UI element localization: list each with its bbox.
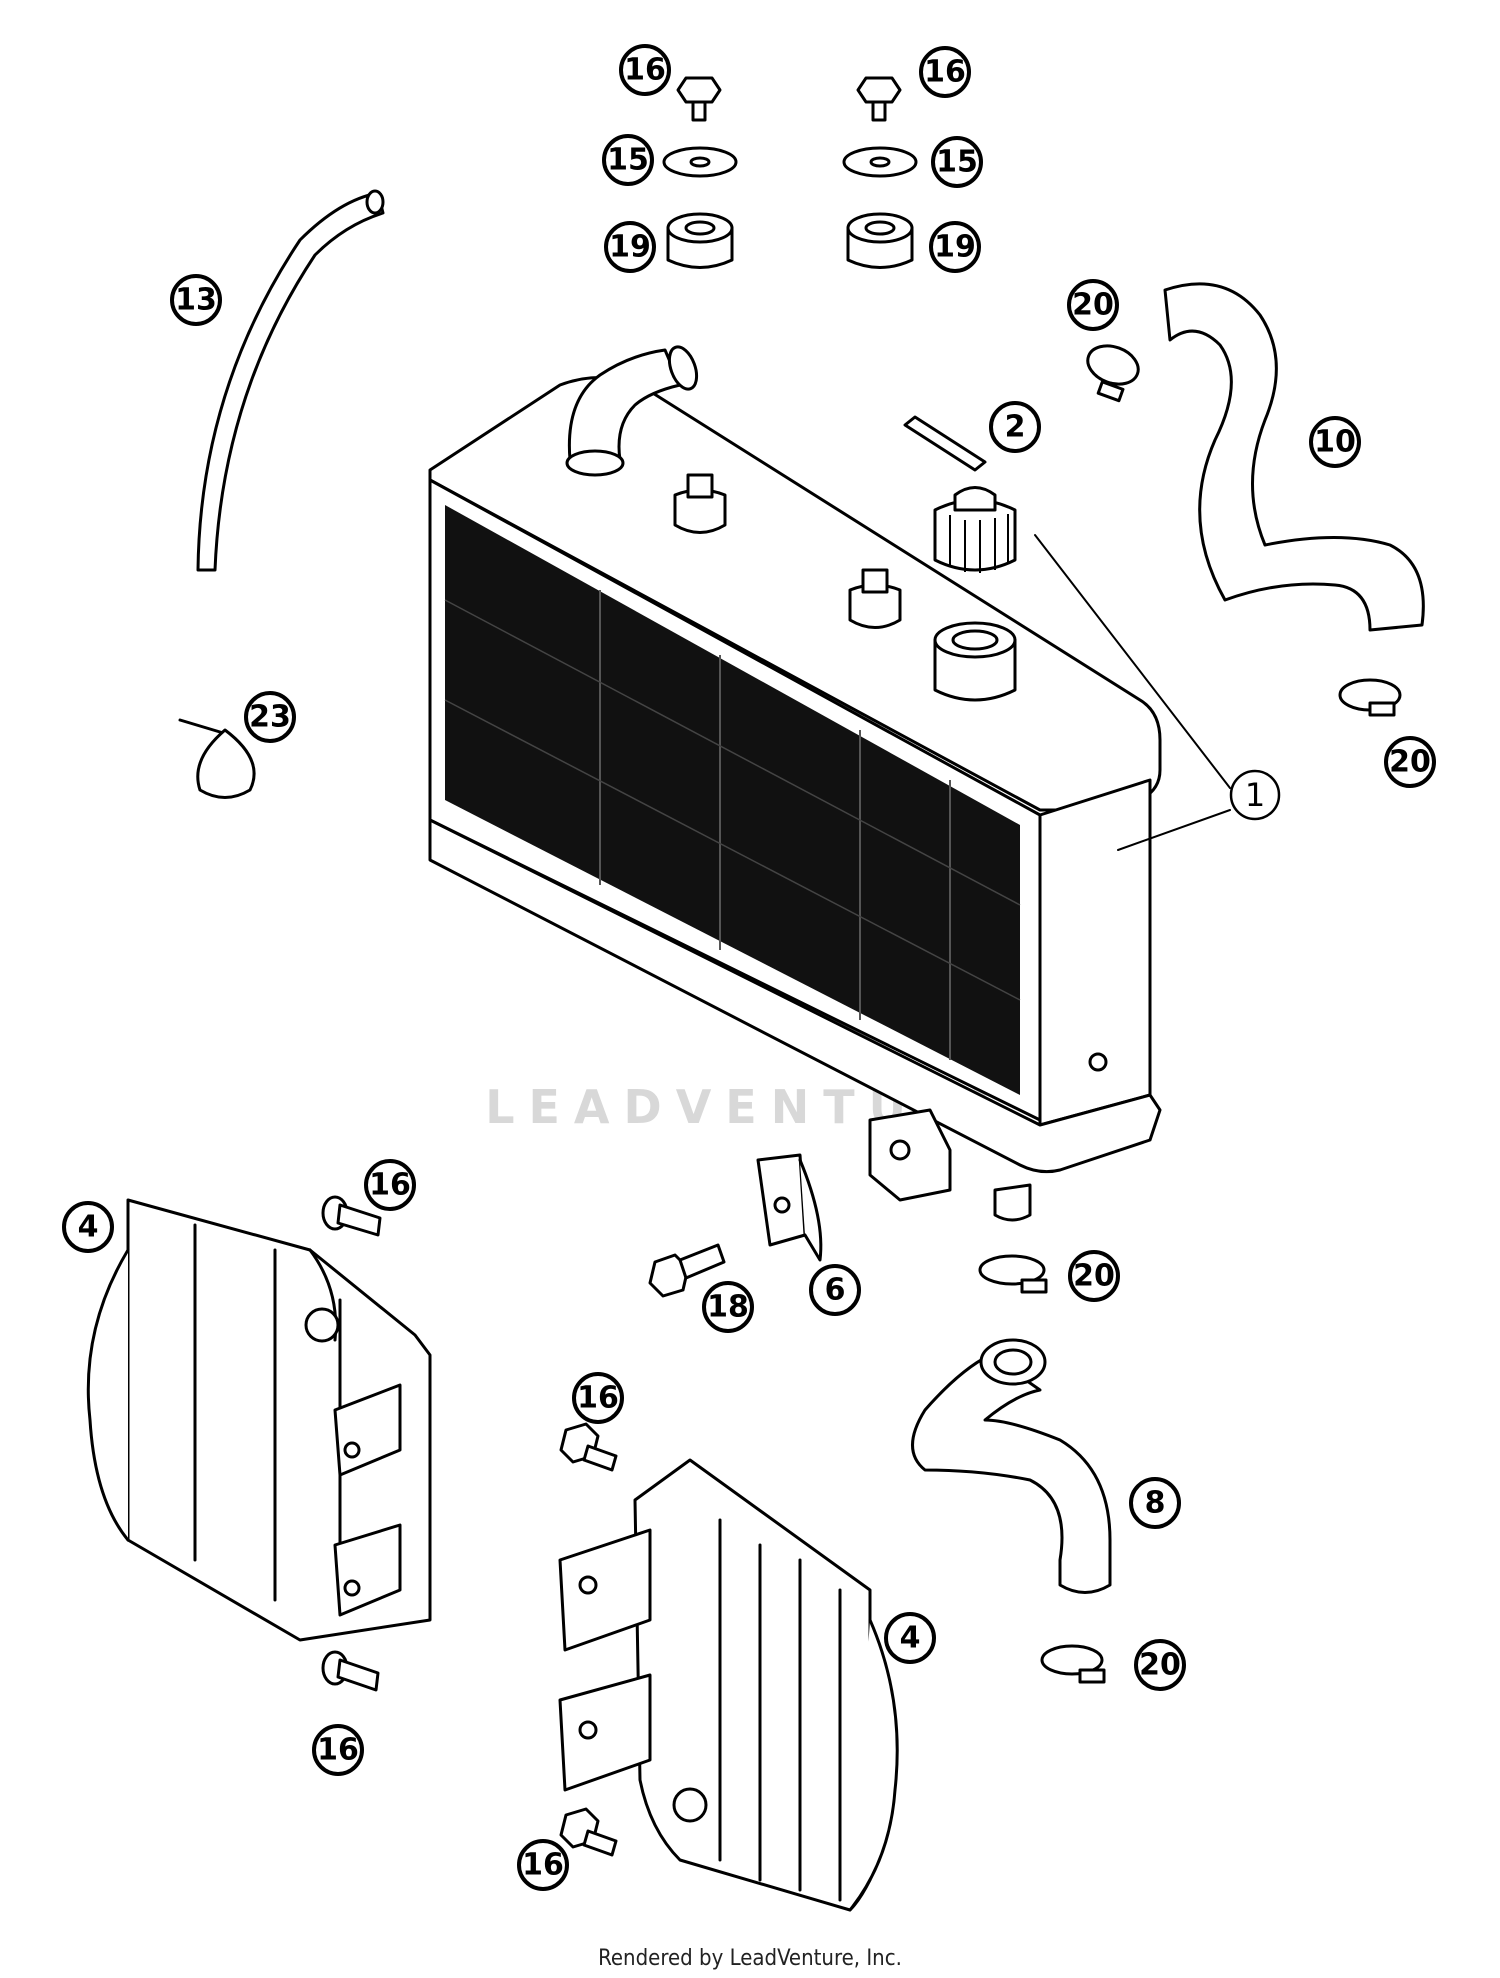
- svg-text:16: 16: [522, 1848, 564, 1883]
- callout-23: 23: [244, 691, 296, 743]
- screw-right-lower[interactable]: [559, 1807, 618, 1857]
- callout-16-left-lower: 16: [312, 1724, 364, 1776]
- callout-4-left: 4: [62, 1201, 114, 1253]
- svg-text:6: 6: [825, 1273, 846, 1308]
- callout-16-right-lower: 16: [517, 1839, 569, 1891]
- svg-text:15: 15: [607, 143, 649, 178]
- screw-left-lower[interactable]: [321, 1650, 380, 1692]
- svg-text:4: 4: [78, 1210, 99, 1245]
- svg-text:13: 13: [175, 283, 217, 318]
- svg-text:16: 16: [317, 1733, 359, 1768]
- svg-text:19: 19: [934, 230, 976, 265]
- radiator-shroud-right[interactable]: [558, 1458, 899, 1912]
- callout-20-bottom: 20: [1134, 1639, 1186, 1691]
- hose-clamp-mid-right[interactable]: [1338, 678, 1402, 717]
- svg-text:16: 16: [924, 55, 966, 90]
- screw-right-upper[interactable]: [559, 1422, 618, 1472]
- callout-20-lower-outlet: 20: [1068, 1250, 1120, 1302]
- svg-text:19: 19: [609, 230, 651, 265]
- lower-hose[interactable]: [911, 1353, 1112, 1594]
- washer-top-right[interactable]: [842, 146, 918, 178]
- callout-4-right: 4: [884, 1612, 936, 1664]
- svg-text:23: 23: [249, 700, 291, 735]
- grommet-top-right[interactable]: [846, 212, 914, 269]
- svg-text:18: 18: [707, 1290, 749, 1325]
- svg-text:2: 2: [1005, 410, 1026, 445]
- callout-19-left: 19: [604, 221, 656, 273]
- callout-15-right: 15: [931, 136, 983, 188]
- callout-2: 2: [989, 401, 1041, 453]
- svg-text:15: 15: [936, 145, 978, 180]
- svg-text:20: 20: [1139, 1648, 1181, 1683]
- callout-20-upper: 20: [1067, 279, 1119, 331]
- washer-top-left[interactable]: [662, 146, 738, 178]
- spring-nut[interactable]: [756, 1153, 823, 1262]
- hose-clamp-lower-outlet[interactable]: [978, 1254, 1048, 1294]
- callout-19-right: 19: [929, 221, 981, 273]
- svg-text:20: 20: [1073, 1259, 1115, 1294]
- svg-text:4: 4: [900, 1621, 921, 1656]
- screw-left-upper[interactable]: [321, 1195, 382, 1237]
- cable-tie[interactable]: [178, 718, 256, 799]
- callout-15-left: 15: [602, 134, 654, 186]
- callout-20-mid-right: 20: [1384, 736, 1436, 788]
- radiator-cap[interactable]: [903, 415, 1017, 573]
- radiator[interactable]: [428, 343, 1231, 1222]
- radiator-shroud-left[interactable]: [86, 1198, 432, 1642]
- render-credit: Rendered by LeadVenture, Inc.: [598, 1946, 902, 1971]
- callout-16-top-right: 16: [919, 46, 971, 98]
- svg-text:16: 16: [577, 1381, 619, 1416]
- callout-18: 18: [702, 1281, 754, 1333]
- callout-1: 1: [1229, 769, 1281, 821]
- bolt-18[interactable]: [648, 1243, 726, 1298]
- grommet-top-left[interactable]: [666, 212, 734, 269]
- callout-16-right-upper: 16: [572, 1372, 624, 1424]
- callout-10: 10: [1309, 416, 1361, 468]
- svg-text:16: 16: [624, 53, 666, 88]
- svg-text:20: 20: [1072, 288, 1114, 323]
- bolt-top-right[interactable]: [856, 76, 902, 122]
- hose-clamp-upper[interactable]: [1082, 339, 1143, 403]
- bolt-top-left[interactable]: [676, 76, 722, 122]
- svg-text:20: 20: [1389, 745, 1431, 780]
- hose-clamp-bottom[interactable]: [1040, 1644, 1106, 1684]
- svg-text:1: 1: [1245, 776, 1265, 814]
- callout-6: 6: [809, 1264, 861, 1316]
- upper-hose[interactable]: [1163, 282, 1425, 632]
- svg-text:10: 10: [1314, 425, 1356, 460]
- svg-text:16: 16: [369, 1168, 411, 1203]
- overflow-hose[interactable]: [196, 191, 385, 572]
- svg-text:8: 8: [1145, 1486, 1166, 1521]
- callout-16-top-left: 16: [619, 44, 671, 96]
- callout-13: 13: [170, 274, 222, 326]
- callout-8: 8: [1129, 1477, 1181, 1529]
- callout-16-left-upper: 16: [364, 1159, 416, 1211]
